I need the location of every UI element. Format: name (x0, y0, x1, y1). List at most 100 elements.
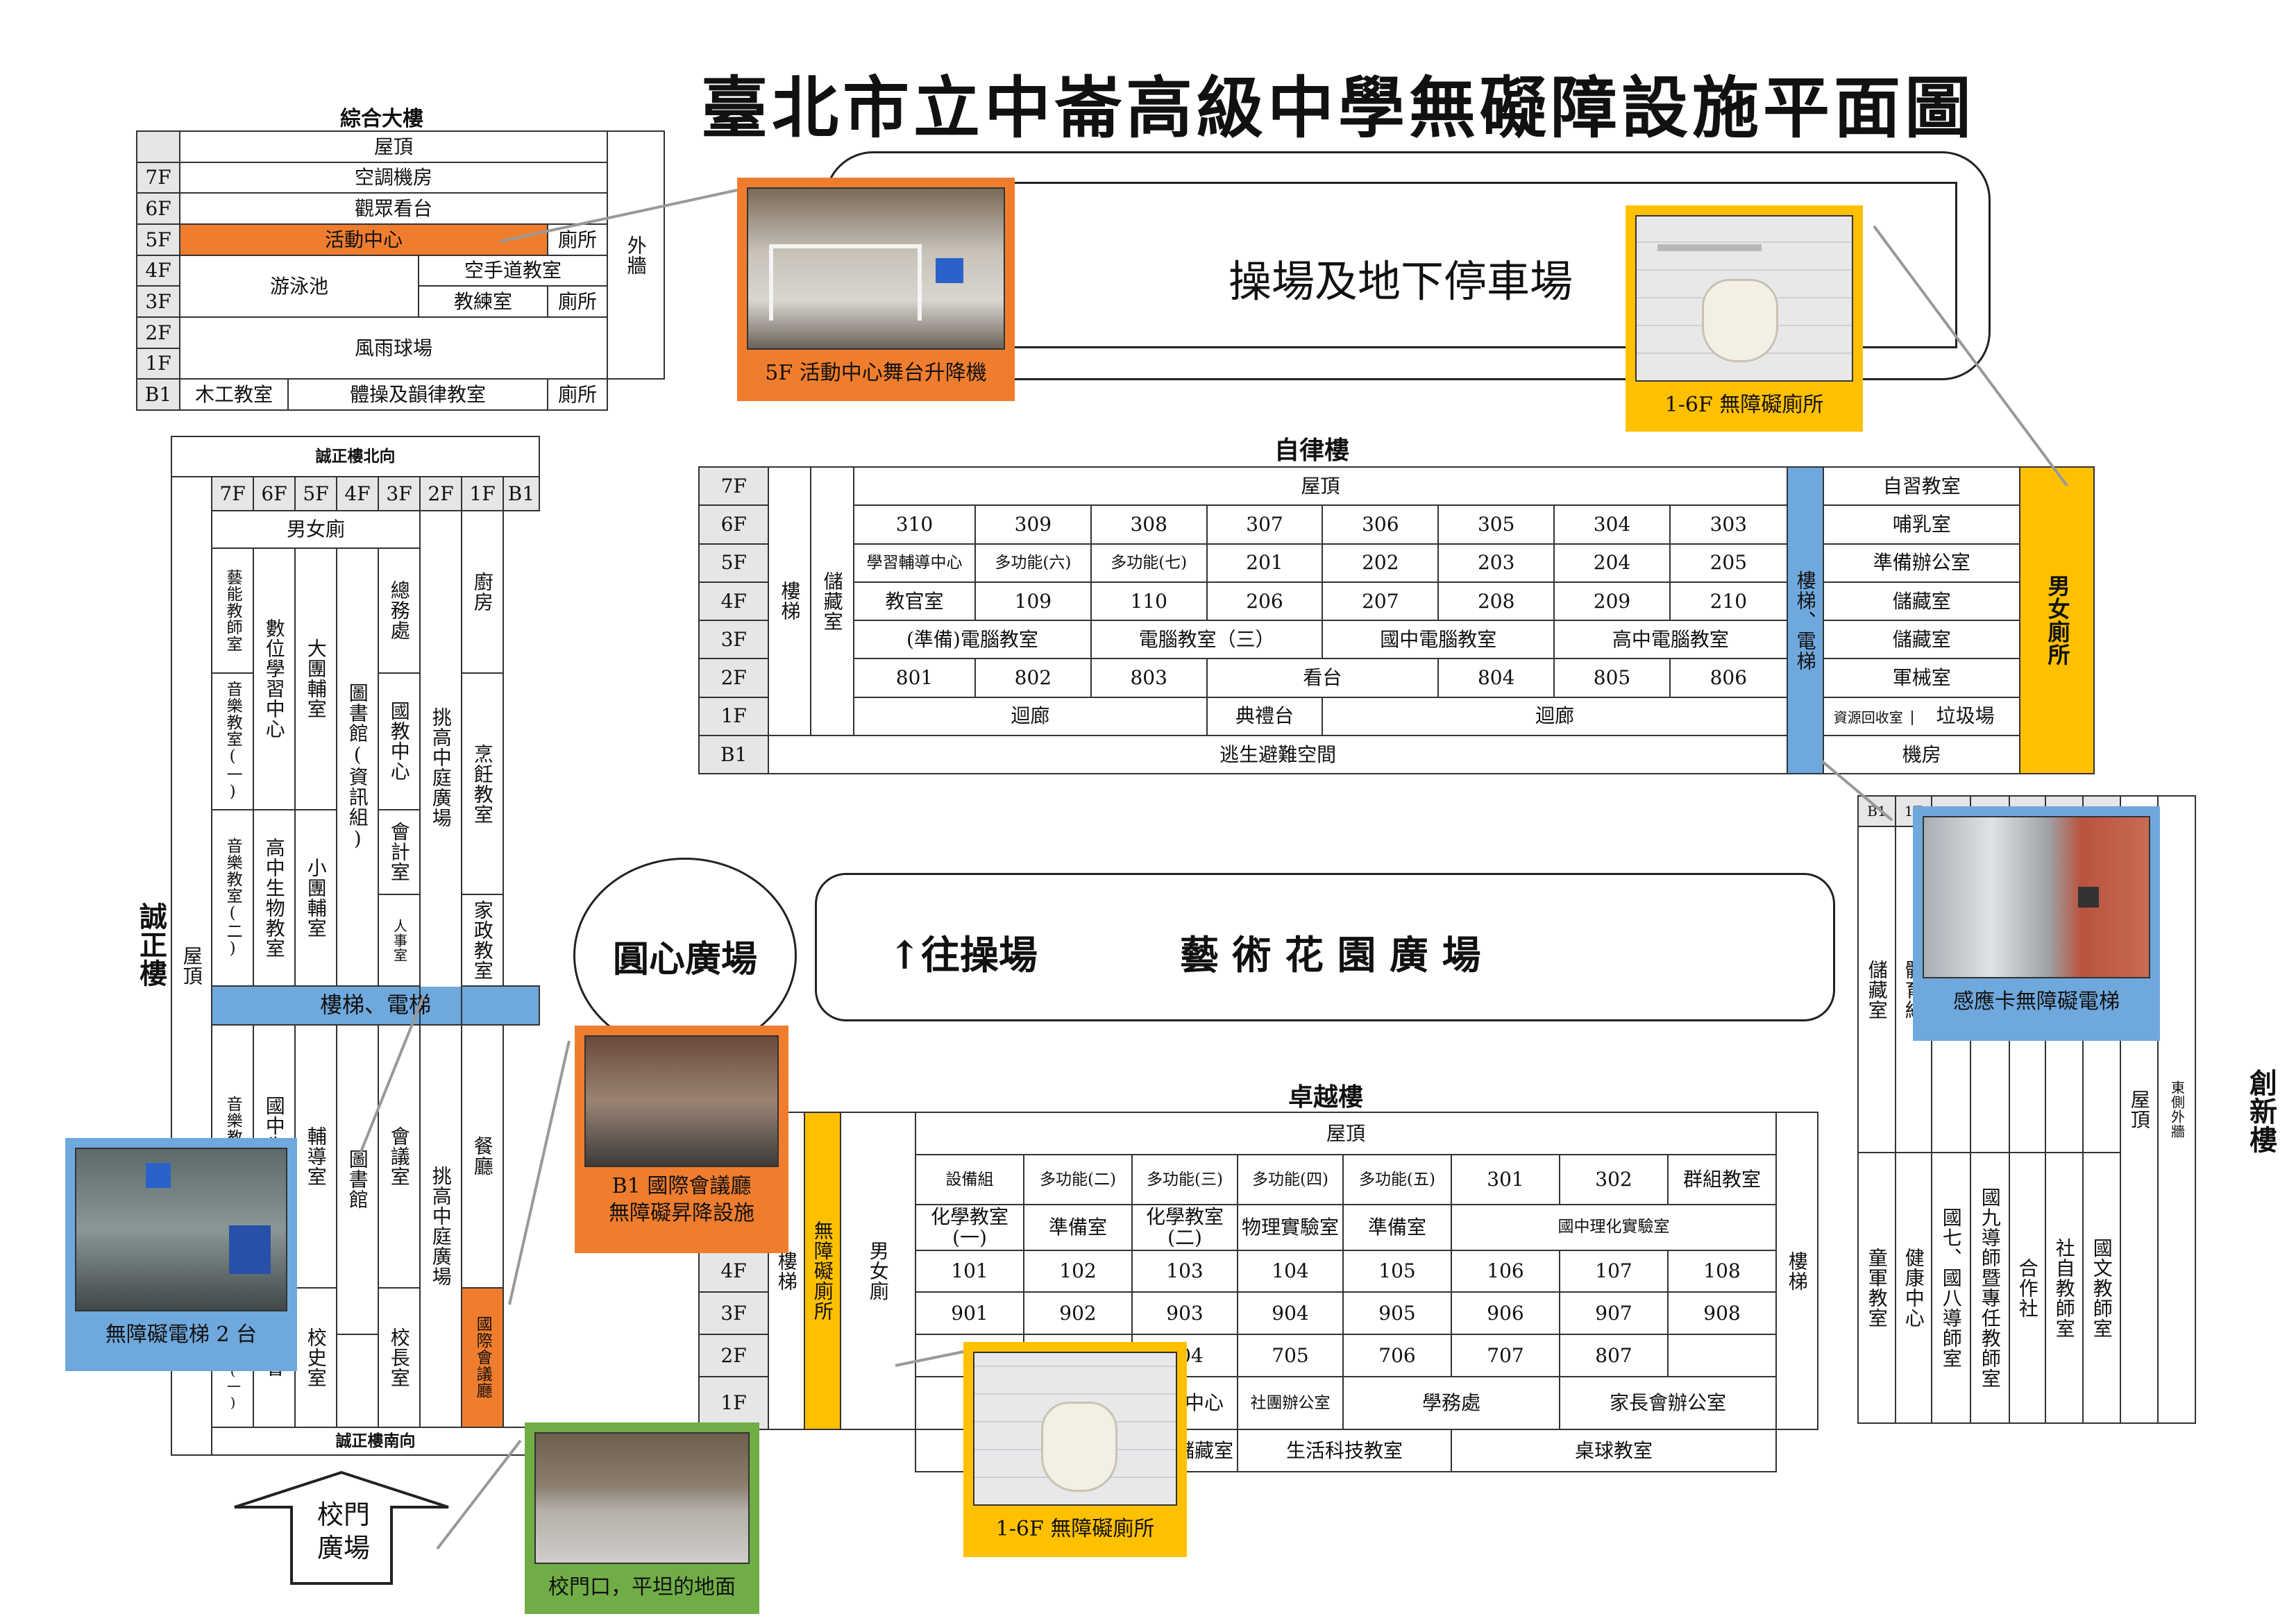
general-affairs: 總務處 (378, 547, 421, 674)
room: 901 (915, 1291, 1025, 1336)
elevators-caption: 無障礙電梯 2 台 (105, 1323, 258, 1347)
side-room: 自習教室 (1822, 466, 2021, 507)
school-gate-caption: 校門口，平坦的地面 (548, 1575, 736, 1599)
social-teacher-room: 社自教師室 (2045, 1152, 2084, 1424)
atrium-plaza: 挑高中庭廣場 (419, 510, 462, 1025)
photo-card-elevator: 感應卡無障礙電梯 (1913, 806, 2160, 1041)
music-room-1: 音樂教室(一) (211, 672, 254, 810)
south-direction: 誠正樓南向 (211, 1426, 540, 1456)
machine-room: 機房 (1822, 734, 2021, 775)
stairs: 樓梯 (768, 466, 811, 736)
north-direction: 誠正樓北向 (171, 436, 540, 477)
room: 805 (1553, 658, 1671, 698)
room: 群組教室 (1667, 1153, 1778, 1205)
stage-lift-image (747, 187, 1005, 350)
cooking-room: 烹飪教室 (461, 672, 504, 896)
toilet: 廁所 (546, 285, 609, 318)
room: 化學教室(二) (1131, 1203, 1239, 1251)
floor-label: 1F (698, 1376, 769, 1431)
big-group-counseling: 大團輔室 (294, 547, 337, 810)
room: 多功能(七) (1090, 543, 1208, 583)
hs-biology-room: 高中生物教室 (253, 808, 296, 987)
room: 306 (1322, 504, 1440, 545)
photo-elevators: 無障礙電梯 2 台 (65, 1138, 297, 1371)
zhuoyue-building-caption: 卓越樓 (1288, 1082, 1363, 1112)
home-ec-room: 家政教室 (461, 894, 504, 987)
room: 209 (1553, 581, 1671, 622)
room: 301 (1451, 1153, 1561, 1205)
floor-label: 4F (698, 581, 770, 622)
room: 102 (1023, 1249, 1133, 1293)
art-garden-plaza (815, 873, 1835, 1021)
art-teacher-room: 藝能教師室 (211, 547, 254, 674)
room: 310 (853, 504, 976, 545)
room: 106 (1451, 1249, 1561, 1293)
counseling-room: 輔導室 (294, 1023, 337, 1289)
small-group-counseling: 小團輔室 (294, 808, 337, 987)
accounting: 會計室 (378, 808, 421, 896)
library: 圖書館 (336, 1023, 379, 1335)
health-center: 健康中心 (1895, 1152, 1932, 1424)
room: 801 (853, 658, 976, 698)
side-room: 軍械室 (1822, 658, 2021, 698)
room: 學習輔導中心 (853, 543, 976, 583)
gym-room: 體操及韻律教室 (287, 378, 548, 411)
corridor: 迴廊 (853, 696, 1208, 736)
room: 807 (1559, 1334, 1669, 1378)
toilet-caption-bottom: 1-6F 無障礙廁所 (995, 1517, 1155, 1541)
room: 905 (1342, 1291, 1453, 1336)
room: 多功能(四) (1237, 1153, 1344, 1205)
room: 家長會辦公室 (1559, 1376, 1778, 1431)
room: 電腦教室（三） (1090, 619, 1324, 660)
floor-label: 2F (136, 316, 180, 349)
toilet-bottom-image (973, 1352, 1177, 1506)
card-elevator-caption: 感應卡無障礙電梯 (1953, 989, 2120, 1014)
page-title: 臺北市立中崙高級中學無礙障設施平面圖 (701, 69, 1975, 147)
floor-label: 3F (136, 285, 180, 318)
floor-label: 5F (698, 543, 770, 583)
floor-label: 4F (336, 475, 379, 512)
room: 108 (1667, 1249, 1778, 1293)
karate-room: 空手道教室 (417, 254, 609, 287)
room: 202 (1322, 543, 1440, 583)
floor-label: 2F (698, 1334, 769, 1378)
stand: 看台 (1206, 658, 1440, 698)
roof: 屋頂 (915, 1112, 1778, 1155)
floor-label: 1F (698, 696, 770, 736)
room: 908 (1667, 1291, 1778, 1336)
escape-space: 逃生避難空間 (768, 734, 1788, 775)
room: 206 (1206, 581, 1324, 622)
personnel: 人事室 (378, 894, 421, 987)
floor-label: 7F (698, 466, 770, 507)
roof: 屋頂 (853, 466, 1788, 507)
side-room: 儲藏室 (1822, 619, 2021, 660)
room: 802 (974, 658, 1092, 698)
floor-label: 2F (419, 475, 462, 512)
room: 社團辦公室 (1237, 1376, 1344, 1431)
storage: 儲藏室 (1857, 826, 1896, 1153)
ac-room: 空調機房 (178, 161, 609, 194)
audience-stand: 觀眾看台 (178, 192, 609, 225)
room: 204 (1553, 543, 1671, 583)
chuangxin-building-caption: 創新樓 (2245, 1069, 2277, 1154)
floor-label: B1 (503, 475, 540, 512)
atrium-plaza-2: 挑高中庭廣場 (419, 1023, 462, 1428)
floor-label: 5F (136, 223, 180, 256)
side-room: 儲藏室 (1822, 581, 2021, 622)
room: 302 (1559, 1153, 1669, 1205)
wood-room: 木工教室 (179, 378, 289, 411)
intl-conference-hall: 國際會議廳 (461, 1286, 504, 1428)
chinese-teacher-room: 國文教師室 (2082, 1152, 2121, 1424)
room: 準備室 (1023, 1203, 1133, 1251)
room: 201 (1206, 543, 1324, 583)
room: 110 (1090, 581, 1208, 622)
ceremony-stage: 典禮台 (1206, 696, 1324, 736)
stage-lift-caption: 5F 活動中心舞台升降機 (765, 361, 987, 385)
accessible-toilet: 無障礙廁所 (804, 1111, 841, 1431)
gate-arrow (234, 1470, 449, 1585)
room: 高中電腦教室 (1553, 619, 1788, 660)
digital-learning-center: 數位學習中心 (253, 547, 296, 810)
floor-label: 3F (698, 619, 770, 660)
stairs: 樓梯 (1775, 1111, 1819, 1431)
